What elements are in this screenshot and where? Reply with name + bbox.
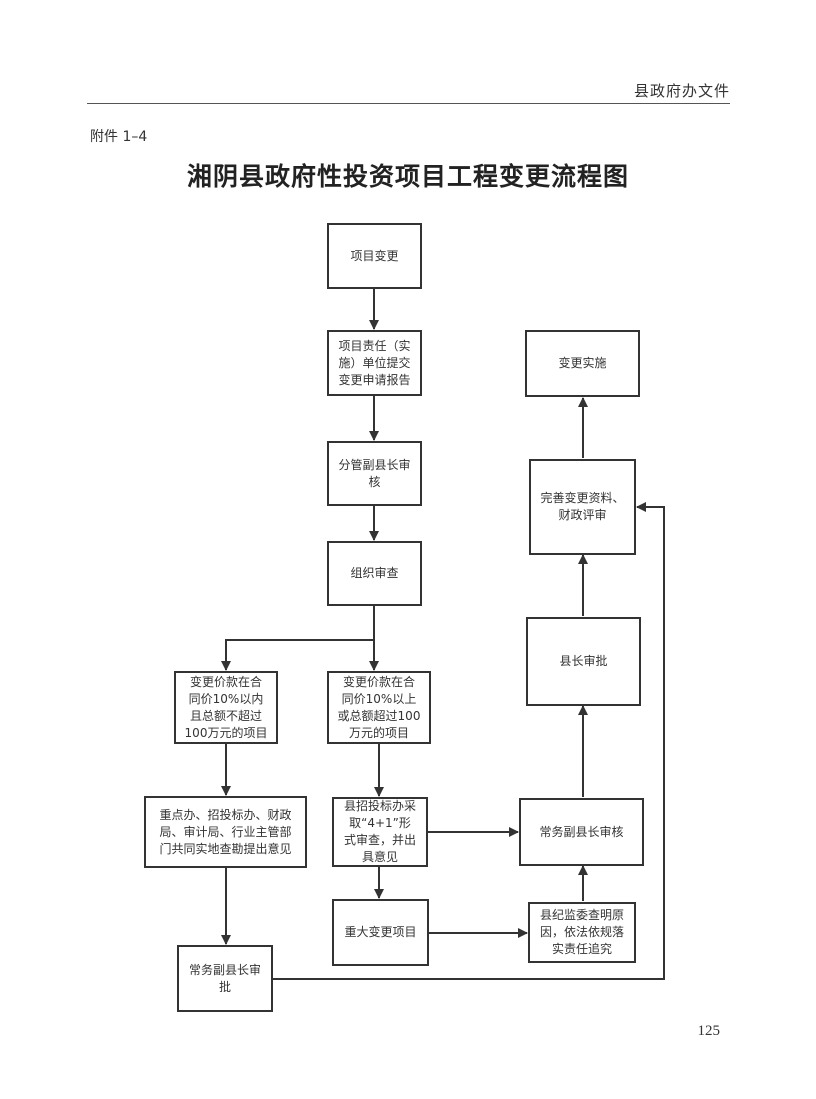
node-implement: 变更实施 <box>525 330 640 397</box>
node-finalize: 完善变更资料、 财政评审 <box>529 459 636 555</box>
node-bidding-office: 县招投标办采 取“4+1”形 式审查，并出 具意见 <box>332 797 428 867</box>
attachment-label: 附件 1–4 <box>90 129 148 145</box>
node-magistrate-approve: 县长审批 <box>526 617 641 706</box>
node-within-10pct: 变更价款在合 同价10%以内 且总额不超过 100万元的项目 <box>174 671 278 744</box>
arrow-exec-approve-to-finalize <box>273 502 665 980</box>
node-over-10pct: 变更价款在合 同价10%以上 或总额超过100 万元的项目 <box>327 671 431 744</box>
node-exec-deputy-approve: 常务副县长审 批 <box>177 945 273 1012</box>
node-joint-inspection: 重点办、招投标办、财政 局、审计局、行业主管部 门共同实地查勘提出意见 <box>144 796 307 868</box>
node-discipline: 县纪监委查明原 因，依法依规落 实责任追究 <box>528 902 636 963</box>
node-change-report: 项目责任（实 施）单位提交 变更申请报告 <box>327 330 422 396</box>
node-exec-deputy-review: 常务副县长审核 <box>519 798 644 866</box>
arrow-organize-to-within <box>221 606 375 671</box>
page-title: 湘阴县政府性投资项目工程变更流程图 <box>186 162 629 191</box>
node-organize-review: 组织审查 <box>327 541 422 606</box>
header-label: 县政府办文件 <box>633 82 730 100</box>
header-rule <box>87 103 730 104</box>
node-project-change: 项目变更 <box>327 223 422 289</box>
node-major-change: 重大变更项目 <box>332 899 429 966</box>
node-deputy-review: 分管副县长审 核 <box>327 441 422 506</box>
page-number: 125 <box>697 1023 721 1039</box>
